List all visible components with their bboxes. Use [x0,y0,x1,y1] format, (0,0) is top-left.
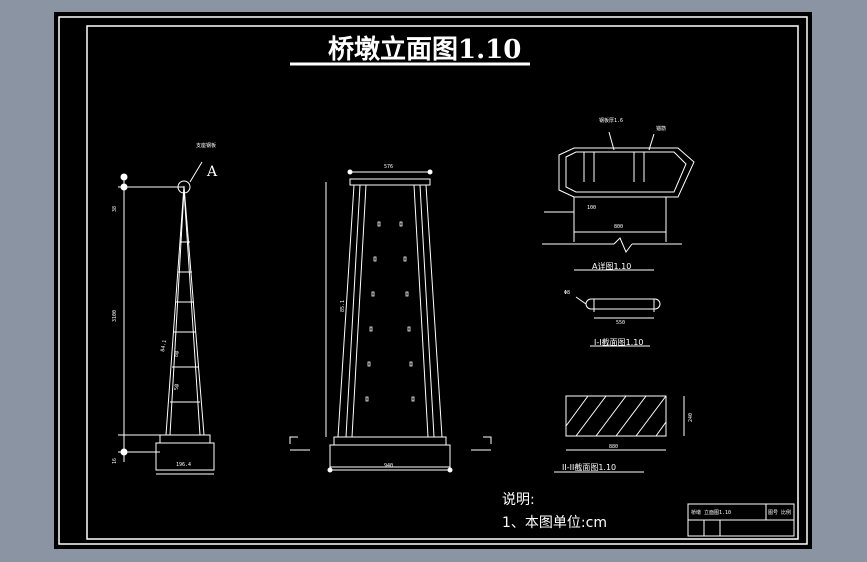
front-top-width: 576 [384,164,393,170]
front-bottom-width: 940 [384,463,393,469]
front-view [289,169,492,473]
inner-frame [86,25,799,540]
side-bar-1: 8@ [174,351,180,357]
title-block-cell3: 比例 [781,509,791,516]
title-block [687,503,795,537]
section-ii-dim-height: 240 [688,413,694,422]
side-dim-38: 38 [112,206,118,212]
title-block-cell1: 桥墩 立面图1.10 [691,509,731,516]
side-dim-3100: 3100 [112,310,118,322]
side-bar-2: 5@ [174,384,180,390]
side-top-label: 支座钢板 [196,142,216,149]
side-slope: 84.1 [160,339,168,352]
section-ii-dim-width: 880 [609,444,618,450]
notes-heading: 说明: [502,492,535,508]
detail-a-dim-main: 800 [614,224,623,230]
detail-a-dim-small: 100 [587,205,596,211]
section-ii [554,395,685,473]
section-i-caption: I-I截面图1.10 [594,337,643,347]
notes-line1: 1、本图单位:cm [502,515,607,531]
drawing-title: 桥墩立面图1.10 [328,34,521,65]
section-ii-caption: II-II截面图1.10 [562,462,616,472]
cad-viewport[interactable]: 桥墩立面图1.10 支座钢板 A 38 3100 16 196.4 84.1 8… [54,12,812,549]
outer-frame [58,16,808,545]
front-holes [365,221,415,402]
title-block-cell2: 图号 [768,510,778,516]
detail-a-anchor-label: 锚筋 [656,125,666,132]
detail-a-caption: A详图1.10 [592,261,631,271]
front-slope: 85.1 [340,300,346,312]
side-dim-16: 16 [112,458,118,464]
detail-a [542,131,695,271]
drawing-sheet: 桥墩立面图1.10 支座钢板 A 38 3100 16 196.4 84.1 8… [58,16,808,545]
section-i-dim-main: 550 [616,320,625,326]
side-detail-letter: A [206,164,218,180]
section-i [575,296,661,347]
side-dim-base: 196.4 [176,462,191,468]
side-view [118,161,215,475]
detail-a-plate-label: 钢板厚1.6 [599,117,623,124]
section-i-dim-left: Φ8 [564,290,570,296]
